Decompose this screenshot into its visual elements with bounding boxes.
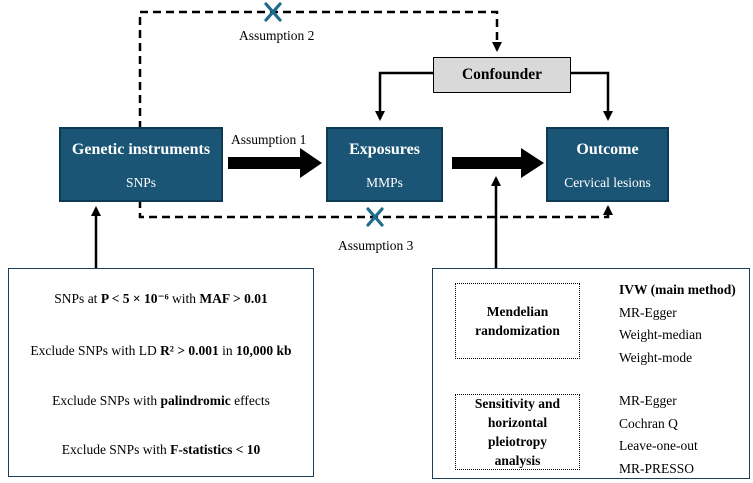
genetic-instruments-subtitle: SNPs [125,175,157,190]
step-4-f-statistics: F-statistics < 10 [170,442,261,457]
mr-method-1: IVW (main method) [619,282,736,297]
assumption-2-label: Assumption 2 [239,28,315,43]
step-1-maf-threshold: MAF > 0.01 [199,291,268,306]
confounder-to-outcome-arrow [571,71,613,121]
confounder-box: Confounder [433,57,571,93]
outcome-title: Outcome [576,141,639,158]
mr-method-4: Weight-mode [619,349,693,365]
step-4-text-pre: Exclude SNPs with [61,442,171,457]
selection-step-1: SNPs at P < 5 × 10⁻⁶ with MAF > 0.01 [9,291,313,307]
step-3-text-pre: Exclude SNPs with [52,393,161,408]
step-3-palindromic: palindromic [160,393,231,408]
assumption-3-cross-mark [366,207,384,227]
step-1-text-mid: with [168,291,200,306]
exposures-subtitle: MMPs [366,175,403,190]
step-3-text-post: effects [230,393,270,408]
selection-step-2: Exclude SNPs with LD R² > 0.001 in 10,00… [9,343,313,359]
step-1-text-pre: SNPs at [54,291,101,306]
outcome-subtitle: Cervical lesions [564,175,651,190]
mendelian-randomization-box: Mendelian randomization [455,283,580,359]
exposures-to-outcome-thick-arrow [452,148,544,178]
mr-method-3: Weight-median [619,327,702,342]
step-2-text-pre: Exclude SNPs with LD [30,343,161,358]
confounder-to-exposures-arrow [375,71,433,121]
genetic-instruments-title: Genetic instruments [71,141,211,158]
sensitivity-methods-list: MR-Egger Cochran Q Leave-one-out MR-PRES… [619,390,698,480]
analysis-panel [432,268,750,479]
assumption-2-cross-mark [264,2,282,22]
step-2-text-mid: in [218,343,237,358]
sensitivity-method-1: MR-Egger [619,393,677,408]
exposures-box: Exposures MMPs [326,127,443,202]
selection-step-3: Exclude SNPs with palindromic effects [9,393,313,409]
selection-step-4: Exclude SNPs with F-statistics < 10 [9,442,313,458]
mr-methods-list: IVW (main method) MR-Egger Weight-median… [619,279,736,369]
snp-selection-panel: SNPs at P < 5 × 10⁻⁶ with MAF > 0.01 Exc… [8,268,314,477]
assumption-1-label: Assumption 1 [231,132,307,147]
genetic-instruments-box: Genetic instruments SNPs [59,127,223,202]
assumption-3-label: Assumption 3 [338,238,414,253]
assumption-1-thick-arrow [228,148,322,178]
step-2-window: 10,000 kb [236,343,292,358]
mr-method-2: MR-Egger [619,304,677,320]
step-1-p-threshold: P < 5 × 10⁻⁶ [100,291,169,306]
assumption-2-dashed-line [138,10,502,129]
sensitivity-method-3: Leave-one-out [619,438,698,453]
sensitivity-analysis-box: Sensitivity and horizontal pleiotropy an… [455,394,580,470]
outcome-box: Outcome Cervical lesions [546,127,669,202]
sensitivity-method-4: MR-PRESSO [619,460,695,476]
step-2-ld-threshold: R² > 0.001 [160,343,219,358]
sensitivity-method-2: Cochran Q [619,415,678,431]
exposures-title: Exposures [349,141,420,158]
